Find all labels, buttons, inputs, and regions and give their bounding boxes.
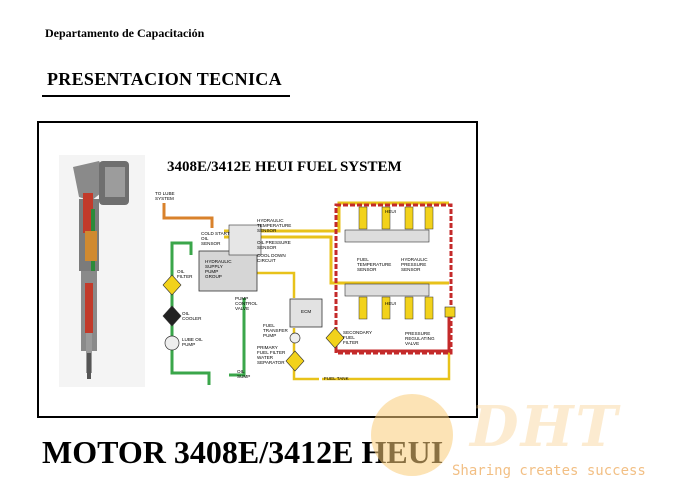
label-heui-bottom: HEUI (385, 301, 396, 306)
diagram-frame: 3408E/3412E HEUI FUEL SYSTEM TO LUBE SYS… (37, 121, 478, 418)
label-fuel-temperature-sensor: FUEL TEMPERATURE SENSOR (357, 257, 392, 272)
label-oil-pressure-sensor: OIL PRESSURE SENSOR (257, 240, 291, 250)
injector-cutaway-image (59, 155, 145, 387)
label-cool-down-circuit: COOL DOWN CIRCUIT (257, 253, 286, 263)
label-hydraulic-supply-pump-group: HYDRAULIC SUPPLY PUMP GROUP (205, 259, 232, 279)
label-to-lube-system: TO LUBE SYSTEM (155, 191, 175, 201)
label-pressure-regulating-valve: PRESSURE REGULATING VALVE (405, 331, 435, 346)
watermark-tagline: Sharing creates success (452, 463, 646, 479)
watermark-logo: DHT (470, 394, 620, 460)
department-heading: Departamento de Capacitación (45, 26, 205, 40)
label-pump-control-valve: PUMP CONTROL VALVE (235, 296, 258, 311)
heading-underline (42, 95, 290, 97)
label-oil-sump: OIL SUMP (237, 369, 251, 379)
label-hydraulic-temp-sensor: HYDRAULIC TEMPERATURE SENSOR (257, 218, 292, 233)
diagram-title: 3408E/3412E HEUI FUEL SYSTEM (167, 159, 402, 175)
presentation-heading: PRESENTACION TECNICA (47, 69, 282, 89)
label-fuel-tank: FUEL TANK (324, 376, 349, 381)
label-fuel-transfer-pump: FUEL TRANSFER PUMP (263, 323, 288, 338)
label-oil-cooler: OIL COOLER (182, 311, 202, 321)
label-ecm: ECM (301, 309, 312, 314)
label-primary-fuel-filter: PRIMARY FUEL FILTER WATER SEPARATOR (257, 345, 286, 365)
label-heui-top: HEUI (385, 209, 396, 214)
fuel-system-diagram (59, 155, 456, 387)
label-secondary-fuel-filter: SECONDARY FUEL FILTER (343, 330, 373, 345)
label-lube-oil-pump: LUBE OIL PUMP (182, 337, 203, 347)
label-cold-start-oil-sensor: COLD START OIL SENSOR (201, 231, 230, 246)
label-hydraulic-pressure-sensor: HYDRAULIC PRESSURE SENSOR (401, 257, 428, 272)
label-oil-filter: OIL FILTER (177, 269, 193, 279)
watermark-circle (371, 394, 453, 476)
